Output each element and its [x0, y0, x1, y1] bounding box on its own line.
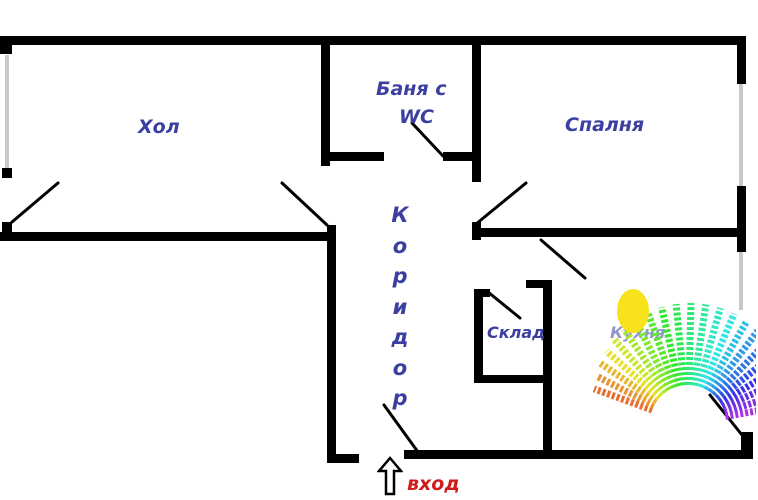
corridor-letter: и [392, 294, 408, 319]
corridor-letter: р [392, 386, 408, 410]
wall-hall-bottom-stub [2, 222, 12, 234]
logo-ray [592, 385, 654, 414]
door-kitchen [539, 238, 587, 280]
logo-ray [672, 303, 688, 386]
room-label-bedroom: Спалня [565, 114, 645, 136]
logo-ray [712, 348, 756, 399]
logo-ray [724, 407, 756, 420]
logo-ray [632, 318, 674, 391]
wall-hall-bottom [0, 232, 330, 241]
logo-ray [703, 319, 750, 392]
wall-left-top-stub [0, 36, 12, 54]
logo-ray [594, 372, 656, 409]
door-entrance [382, 403, 420, 454]
wall-storage-right [543, 280, 552, 458]
logo-ray [721, 388, 756, 411]
logo-ray [611, 337, 666, 397]
wall-left-lower-stub [2, 168, 12, 178]
wall-corridor-left [327, 225, 336, 463]
wall-storage-bottom [474, 375, 552, 383]
wall-storage-top [474, 289, 490, 297]
corridor-letter: о [392, 233, 408, 258]
door-bedroom [474, 181, 528, 226]
corridor-letter: д [391, 325, 409, 349]
room-label-corridor: К о р и д о р [388, 200, 412, 414]
corridor-letter: р [392, 264, 408, 288]
wall-top [0, 36, 746, 45]
wall-right-lower [737, 232, 746, 252]
door-bathroom [410, 121, 445, 158]
wall-bedroom-bottom [472, 228, 746, 237]
room-label-bathroom-line2: WC [399, 106, 434, 128]
room-label-storage: Склад [487, 323, 546, 342]
corridor-letter: К [391, 203, 409, 227]
rainbow-fan-logo-icon [592, 289, 756, 420]
up-arrow-outline-icon [377, 456, 403, 496]
logo-ray [604, 348, 662, 401]
logo-ray [658, 306, 683, 387]
logo-ray [690, 303, 710, 386]
wall-storage-right-top [526, 280, 552, 288]
wall-hall-right [321, 36, 330, 166]
room-label-hall: Хол [138, 116, 180, 138]
door-storage [486, 290, 522, 320]
logo-ray [598, 360, 659, 405]
wall-entrance-left [327, 454, 359, 463]
logo-sun-shape [617, 289, 649, 333]
entrance-label: вход [407, 473, 460, 495]
wall-bath-right [472, 36, 481, 182]
wall-bottom [404, 450, 753, 459]
wall-right-top [737, 36, 746, 84]
logo-ray [621, 327, 670, 394]
logo-ray [699, 312, 738, 390]
logo-ray [723, 398, 756, 416]
door-hall-right [280, 181, 329, 227]
logo-ray [644, 311, 679, 389]
logo-ray [715, 364, 756, 403]
wall-right-mid [737, 186, 746, 228]
logo-ray [718, 377, 756, 407]
corridor-letter: о [392, 355, 408, 380]
wall-bedroom-bottom-stub [472, 222, 481, 240]
logo-ray [708, 328, 756, 395]
wall-bath-bottom-right [443, 152, 481, 161]
wall-kitchen-right-bottom [741, 432, 753, 459]
wall-bath-bottom-left [330, 152, 384, 161]
room-label-bathroom-line1: Баня с [376, 78, 447, 100]
wall-storage-left [474, 289, 483, 383]
logo-ray [685, 303, 695, 386]
logo-ray [694, 307, 724, 388]
door-hall-left [10, 181, 60, 224]
